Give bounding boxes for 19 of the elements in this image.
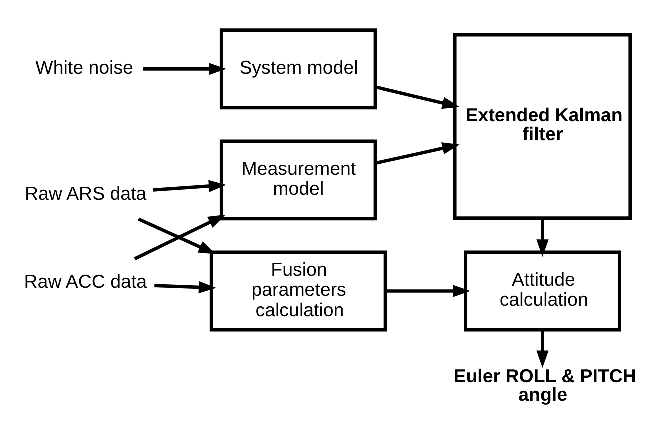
arrow [536, 218, 549, 257]
arrow [153, 180, 226, 192]
arrow [375, 142, 460, 165]
node-box: Attitude calculation [464, 250, 622, 332]
node-box: System model [220, 28, 378, 110]
node-box: Measurement model [220, 139, 378, 220]
arrow [375, 85, 460, 109]
arrow [154, 280, 216, 294]
arrow [138, 217, 216, 254]
arrow [134, 214, 226, 260]
node-text: Raw ARS data [24, 182, 147, 204]
node-text: Euler ROLL & PITCH angle [454, 364, 636, 405]
node-box: Fusion parameters calculation [210, 250, 388, 332]
node-text: Raw ACC data [24, 270, 148, 292]
arrow [143, 62, 226, 75]
arrow [386, 284, 471, 297]
arrow [536, 330, 549, 368]
node-text: White noise [36, 56, 134, 78]
node-box: Extended Kalman filter [453, 32, 632, 220]
